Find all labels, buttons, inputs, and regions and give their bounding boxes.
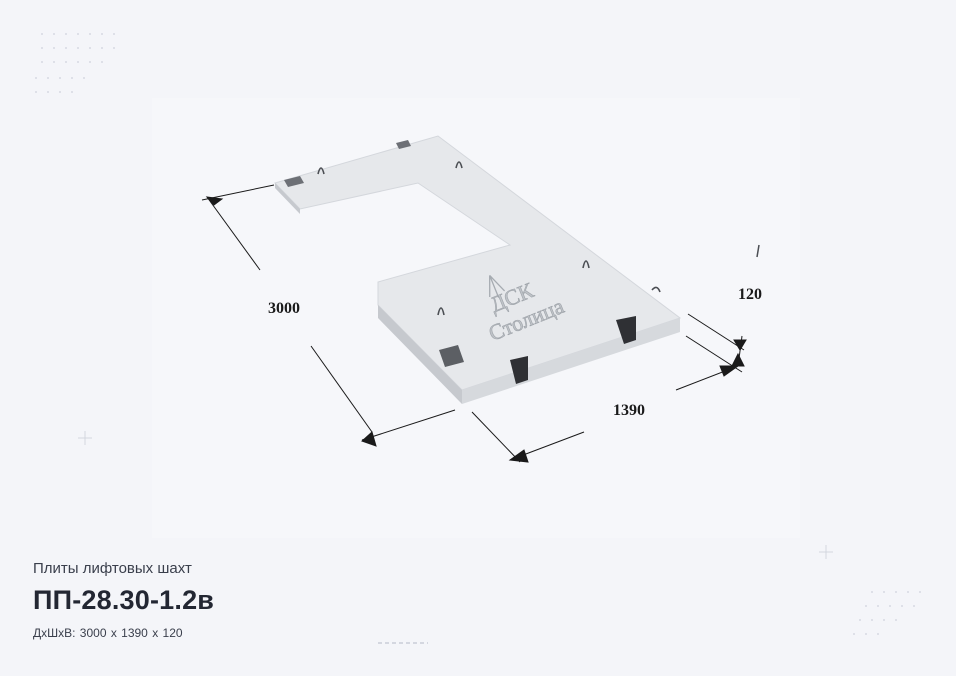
lifting-loop: [651, 286, 661, 293]
embedded-plate: [616, 316, 636, 344]
product-code: ПП-28.30-1.2в: [33, 585, 215, 615]
dim-length-label: 3000: [268, 300, 300, 317]
embedded-plate: [396, 140, 411, 149]
decor-dots-top-left: [35, 33, 115, 93]
dimension-length: [201, 184, 456, 447]
slab-front-face-left: [378, 305, 462, 404]
slab-top-face: [274, 135, 682, 391]
decor-plus-left: [78, 431, 92, 445]
lifting-loop: [582, 260, 590, 269]
dim-height-label: 120: [738, 286, 762, 303]
dimension-width: [471, 335, 743, 463]
embedded-plate: [510, 356, 528, 384]
decor-dots-bottom-right: [853, 591, 921, 635]
product-category: Плиты лифтовых шахт: [33, 560, 192, 577]
product-dimensions: ДхШхВ: 3000 х 1390 х 120: [33, 626, 183, 640]
dim-width-label: 1390: [613, 402, 645, 419]
product-caption: Плиты лифтовых шахт ПП-28.30-1.2в ДхШхВ:…: [33, 560, 214, 640]
lifting-loop: [317, 167, 325, 175]
lifting-loop: [455, 161, 463, 169]
slab-front-face-arm: [275, 183, 300, 214]
lifting-loop: [437, 307, 445, 316]
stamp-logo: ДСК Столица: [485, 274, 568, 346]
decor-plus-right: [819, 545, 833, 559]
embedded-plate: [284, 176, 304, 187]
embedded-plate: [439, 345, 464, 367]
rebar-stub: [756, 244, 760, 258]
dimension-height: [687, 313, 747, 367]
